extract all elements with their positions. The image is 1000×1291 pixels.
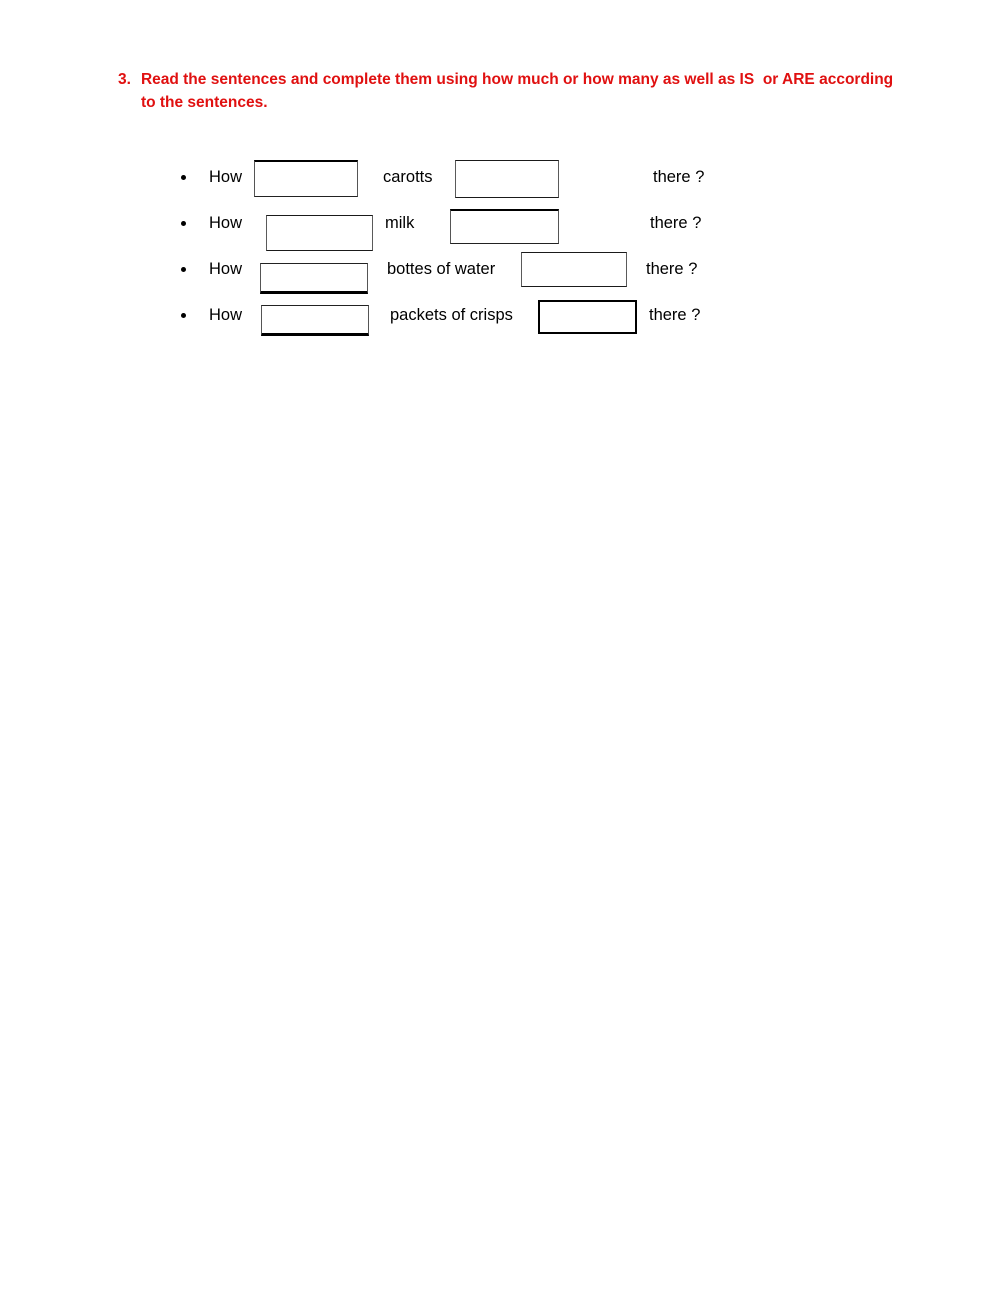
exercise-line-3: How [209, 259, 242, 279]
tail-text: there ? [650, 214, 702, 232]
lead-word: How [209, 306, 243, 324]
exercise-tail-4: there ? [649, 305, 700, 325]
exercise-noun-1: carotts [383, 167, 433, 187]
instruction-text: Read the sentences and complete them usi… [140, 71, 898, 111]
exercise-tail-3: there ? [646, 259, 697, 279]
noun-text: bottes of water [387, 260, 496, 278]
lead-word: How [209, 214, 243, 232]
exercise-noun-4: packets of crisps [390, 305, 513, 325]
tail-text: there ? [649, 306, 701, 324]
answer-blank-2b[interactable] [450, 209, 559, 244]
lead-word: How [209, 168, 243, 186]
bullet-marker [181, 221, 186, 226]
exercise-noun-2: milk [385, 213, 414, 233]
answer-blank-3a[interactable] [260, 263, 368, 294]
tail-text: there ? [653, 168, 705, 186]
exercise-tail-1: there ? [653, 167, 704, 187]
answer-blank-4b[interactable] [538, 300, 637, 334]
noun-text: carotts [383, 168, 433, 186]
instruction-number: 3. [118, 71, 131, 88]
answer-blank-2a[interactable] [266, 215, 373, 251]
answer-blank-4a[interactable] [261, 305, 369, 336]
instruction-heading: 3. Read the sentences and complete them … [118, 68, 908, 114]
exercise-line-2: How [209, 213, 242, 233]
exercise-noun-3: bottes of water [387, 259, 495, 279]
noun-text: milk [385, 214, 415, 232]
exercise-line-1: How [209, 167, 242, 187]
bullet-marker [181, 313, 186, 318]
bullet-marker [181, 175, 186, 180]
answer-blank-1b[interactable] [455, 160, 559, 198]
exercise-line-4: How [209, 305, 242, 325]
answer-blank-1a[interactable] [254, 160, 358, 197]
answer-blank-3b[interactable] [521, 252, 627, 287]
tail-text: there ? [646, 260, 698, 278]
exercise-tail-2: there ? [650, 213, 701, 233]
bullet-marker [181, 267, 186, 272]
noun-text: packets of crisps [390, 306, 513, 324]
lead-word: How [209, 260, 243, 278]
